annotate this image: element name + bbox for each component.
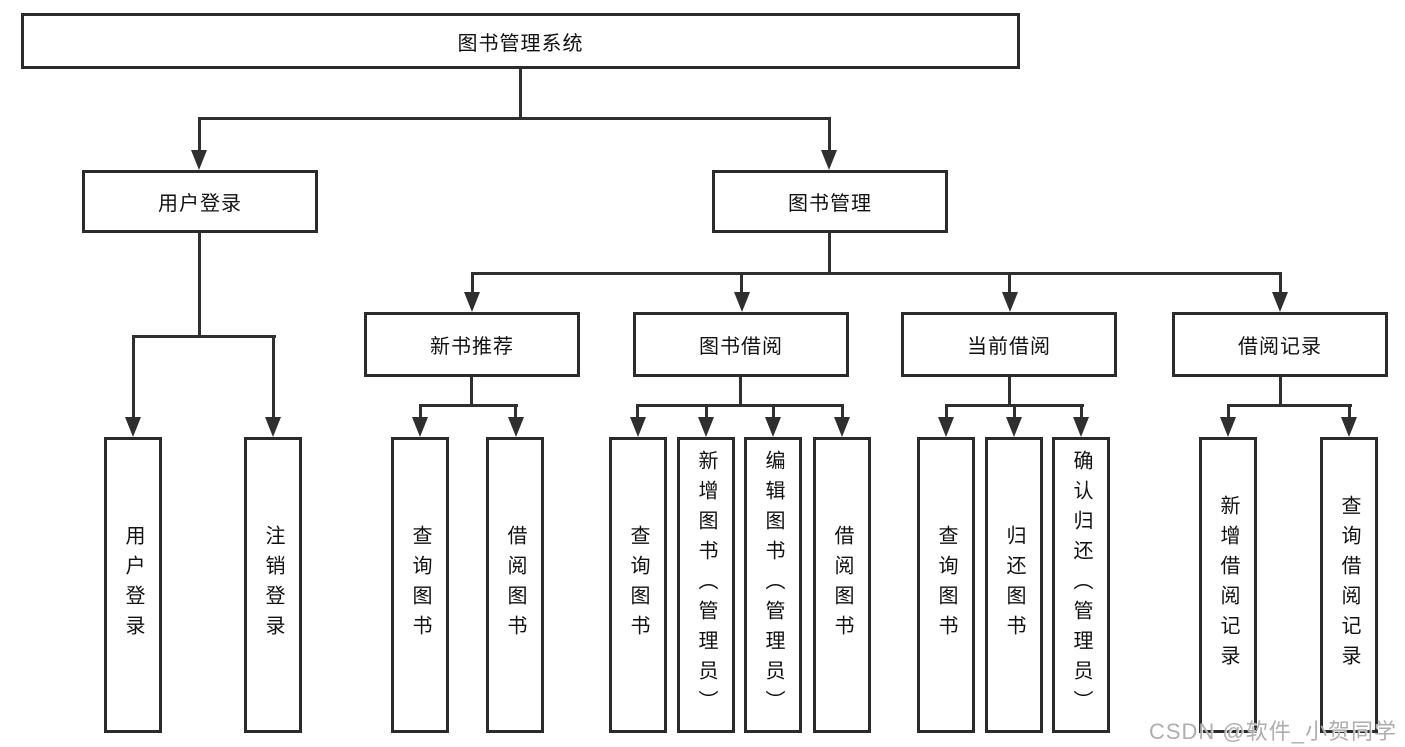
connector-stem (945, 404, 948, 420)
arrow-down-icon (1002, 292, 1018, 312)
leaf-cb-confirm-return-admin: 确认归还（管理员） (1052, 437, 1110, 733)
node-library-system: 图书管理系统 (21, 13, 1020, 69)
node-label: 查询图书 (935, 525, 957, 645)
arrow-down-icon (1341, 417, 1357, 437)
connector-stem (132, 335, 135, 419)
arrow-down-icon (125, 417, 141, 437)
node-label: 新增图书（管理员） (695, 450, 717, 720)
node-user-login: 用户登录 (82, 170, 318, 233)
arrow-down-icon (1073, 417, 1089, 437)
arrow-down-icon (630, 417, 646, 437)
arrow-down-icon (1006, 417, 1022, 437)
node-label: 编辑图书（管理员） (762, 450, 784, 720)
connector-hline (636, 404, 844, 407)
connector-hline (132, 335, 276, 338)
connector-stem (828, 117, 831, 153)
node-label: 归还图书 (1003, 525, 1025, 645)
arrow-down-icon (821, 150, 837, 170)
arrow-down-icon (1220, 417, 1236, 437)
node-label: 确认归还（管理员） (1070, 450, 1092, 720)
connector-stem (514, 404, 517, 420)
arrow-down-icon (464, 292, 480, 312)
arrow-down-icon (834, 417, 850, 437)
node-label: 注销登录 (262, 525, 284, 645)
leaf-bb-borrow-books: 借阅图书 (813, 437, 871, 733)
arrow-down-icon (1272, 292, 1288, 312)
connector-vline (739, 377, 742, 405)
node-book-borrowing: 图书借阅 (633, 312, 849, 377)
node-label: 借阅图书 (504, 525, 526, 645)
connector-vline (1008, 377, 1011, 405)
node-label: 图书管理 (788, 193, 872, 215)
node-borrowing-records: 借阅记录 (1172, 312, 1388, 377)
connector-vline (198, 233, 201, 336)
leaf-logout: 注销登录 (244, 437, 302, 733)
arrow-down-icon (412, 417, 428, 437)
watermark-text: CSDN @软件_小贺同学 (1148, 719, 1397, 744)
leaf-bb-add-book-admin: 新增图书（管理员） (677, 437, 735, 733)
node-current-borrowing: 当前借阅 (901, 312, 1117, 377)
node-label: 借阅图书 (831, 525, 853, 645)
connector-stem (471, 272, 474, 294)
connector-stem (1279, 272, 1282, 294)
node-label: 新书推荐 (430, 336, 514, 358)
connector-vline (1279, 377, 1282, 405)
connector-vline (828, 233, 831, 273)
leaf-br-query-record: 查询借阅记录 (1320, 437, 1378, 733)
connector-stem (1008, 272, 1011, 294)
connector-stem (705, 404, 708, 420)
connector-stem (1013, 404, 1016, 420)
node-label: 新增借阅记录 (1217, 495, 1239, 675)
node-label: 图书借阅 (699, 336, 783, 358)
connector-stem (740, 272, 743, 294)
connector-stem (272, 335, 275, 419)
leaf-nbr-borrow-books: 借阅图书 (486, 437, 544, 733)
connector-vline (519, 69, 522, 118)
leaf-bb-edit-book-admin: 编辑图书（管理员） (744, 437, 802, 733)
leaf-cb-return-books: 归还图书 (985, 437, 1043, 733)
node-label: 查询图书 (409, 525, 431, 645)
node-label: 查询借阅记录 (1338, 495, 1360, 675)
connector-vline (470, 377, 473, 405)
leaf-bb-query-books: 查询图书 (609, 437, 667, 733)
arrow-down-icon (191, 150, 207, 170)
leaf-nbr-query-books: 查询图书 (391, 437, 449, 733)
leaf-user-login: 用户登录 (104, 437, 162, 733)
connector-hline (471, 272, 1282, 275)
leaf-cb-query-books: 查询图书 (917, 437, 975, 733)
node-label: 用户登录 (122, 525, 144, 645)
connector-stem (198, 117, 201, 153)
node-label: 借阅记录 (1238, 336, 1322, 358)
connector-stem (419, 404, 422, 420)
arrow-down-icon (698, 417, 714, 437)
connector-stem (1348, 404, 1351, 420)
connector-stem (1227, 404, 1230, 420)
node-new-book-recommend: 新书推荐 (364, 312, 580, 377)
leaf-br-add-record: 新增借阅记录 (1199, 437, 1257, 733)
connector-hline (1227, 404, 1352, 407)
connector-stem (841, 404, 844, 420)
node-book-management: 图书管理 (712, 170, 948, 233)
connector-hline (419, 404, 518, 407)
connector-stem (772, 404, 775, 420)
connector-hline (198, 117, 831, 120)
node-label: 用户登录 (158, 193, 242, 215)
connector-stem (1080, 404, 1083, 420)
arrow-down-icon (765, 417, 781, 437)
node-label: 查询图书 (627, 525, 649, 645)
node-label: 当前借阅 (967, 336, 1051, 358)
arrow-down-icon (734, 292, 750, 312)
node-label: 图书管理系统 (457, 32, 584, 55)
arrow-down-icon (508, 417, 524, 437)
connector-stem (636, 404, 639, 420)
arrow-down-icon (265, 417, 281, 437)
arrow-down-icon (938, 417, 954, 437)
